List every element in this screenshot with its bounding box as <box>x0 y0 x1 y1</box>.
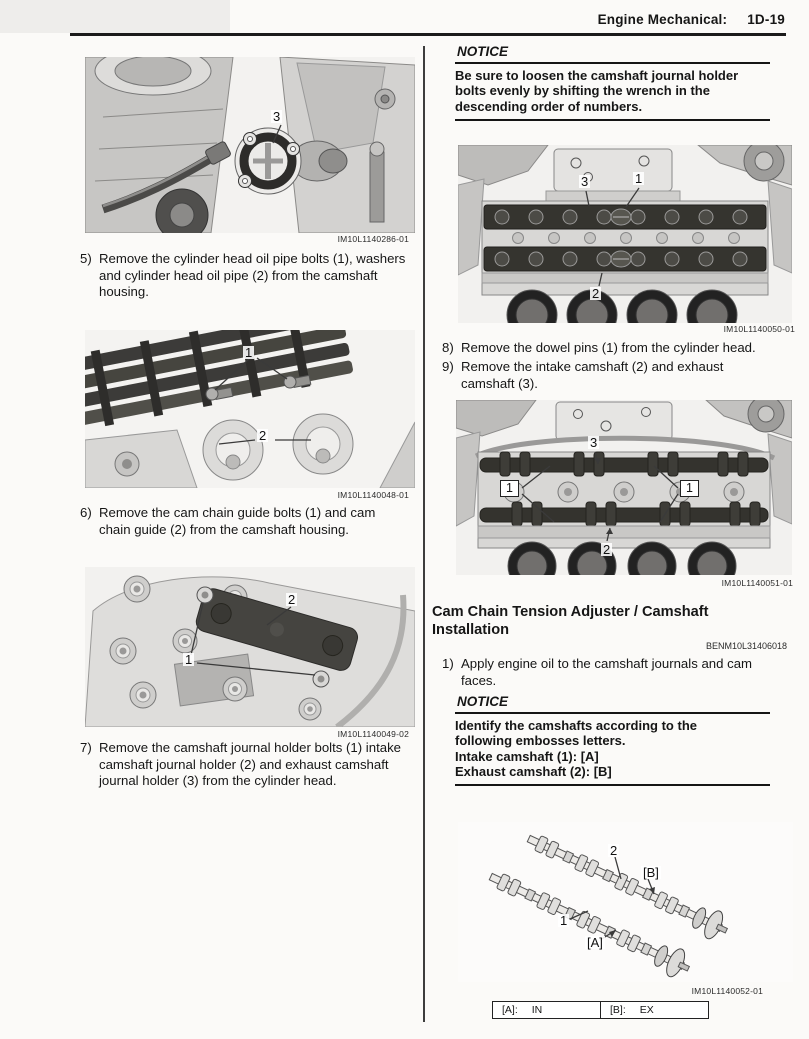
step-number: 5) <box>80 251 92 266</box>
figure-camshafts: 2 [B] 1 [A] <box>458 822 793 982</box>
step-8: 8) Remove the dowel pins (1) from the cy… <box>442 340 792 357</box>
step-9: 9) Remove the intake camshaft (2) and ex… <box>442 359 782 392</box>
callout-2: 2 <box>608 843 620 858</box>
scan-edge-tint <box>0 0 230 33</box>
step-7: 7) Remove the camshaft journal holder bo… <box>80 740 432 790</box>
section-heading: Cam Chain Tension Adjuster / Camshaft In… <box>432 604 709 638</box>
figure-caption: IM10L1140050-01 <box>723 324 795 334</box>
callout-3: 3 <box>588 435 600 450</box>
callout-a: [A] <box>585 935 605 950</box>
step-text: Remove the cam chain guide bolts (1) and… <box>99 505 376 537</box>
notice-rule <box>455 118 770 121</box>
figure-cam-chain-guide: 1 2 <box>85 330 415 488</box>
table-cell-intake: [A]: IN <box>493 1002 601 1018</box>
notice-rule <box>455 784 770 787</box>
step-text: Remove the camshaft journal holder bolts… <box>99 740 401 788</box>
callout-1-right: 1 <box>680 480 699 497</box>
notice-exhaust-line: Exhaust camshaft (2): [B] <box>455 763 612 779</box>
figure-camshafts-head: 3 1 1 2 <box>456 400 792 575</box>
table-label-a: [A]: <box>502 1004 518 1016</box>
column-divider <box>423 46 425 1022</box>
table-value-a: IN <box>531 1004 543 1016</box>
figure-oil-pipe: 3 <box>85 57 415 233</box>
step-number: 7) <box>80 740 92 755</box>
figure-oil-pipe-drawing <box>85 57 415 233</box>
notice-rule <box>455 712 770 715</box>
section-reference-code: BENM10L31406018 <box>705 641 787 651</box>
figure-camshafts-drawing <box>458 822 793 982</box>
section-title-header: Engine Mechanical: <box>597 12 728 27</box>
figure-caption: IM10L1140051-01 <box>721 578 793 588</box>
notice-label: NOTICE <box>457 694 509 709</box>
callout-2: 2 <box>286 592 298 607</box>
page-number: 1D-19 <box>747 12 785 27</box>
callout-b: [B] <box>641 865 661 880</box>
notice-intake-line: Intake camshaft (1): [A] <box>455 748 599 764</box>
figure-head-bolts: 3 1 2 <box>458 145 792 323</box>
figure-caption: IM10L1140286-01 <box>337 234 409 244</box>
header-rule <box>70 33 786 36</box>
step-text: Remove the intake camshaft (2) and exhau… <box>461 359 724 391</box>
step-6: 6) Remove the cam chain guide bolts (1) … <box>80 505 400 538</box>
figure-journal-holder-drawing <box>85 567 415 727</box>
callout-1: 1 <box>558 913 570 928</box>
figure-caption: IM10L1140052-01 <box>691 986 763 996</box>
table-label-b: [B]: <box>610 1004 626 1016</box>
step-text: Remove the dowel pins (1) from the cylin… <box>461 340 756 355</box>
notice-label: NOTICE <box>457 44 509 59</box>
notice-text: Identify the camshafts according to the … <box>455 718 697 749</box>
callout-1: 1 <box>183 652 195 667</box>
step-text: Remove the cylinder head oil pipe bolts … <box>99 251 406 299</box>
figure-head-bolts-drawing <box>458 145 792 323</box>
callout-3: 3 <box>271 109 283 124</box>
callout-1-left: 1 <box>500 480 519 497</box>
callout-3: 3 <box>579 174 591 189</box>
callout-2: 2 <box>601 542 613 557</box>
callout-2: 2 <box>590 286 602 301</box>
table-cell-exhaust: [B]: EX <box>601 1002 708 1018</box>
step-text: Apply engine oil to the camshaft journal… <box>461 656 753 688</box>
step-number: 8) <box>442 340 454 355</box>
notice-rule <box>455 62 770 65</box>
callout-1: 1 <box>633 171 645 186</box>
notice-text: Be sure to loosen the camshaft journal h… <box>455 68 739 114</box>
step-1: 1) Apply engine oil to the camshaft jour… <box>442 656 782 689</box>
callout-1: 1 <box>243 345 255 360</box>
table-value-b: EX <box>639 1004 654 1016</box>
figure-caption: IM10L1140048-01 <box>337 490 409 500</box>
callout-2: 2 <box>257 428 269 443</box>
step-number: 9) <box>442 359 454 374</box>
figure-journal-holder: 2 1 <box>85 567 415 727</box>
camshaft-id-table: [A]: IN [B]: EX <box>492 1001 709 1019</box>
page-header: Engine Mechanical: 1D-19 <box>598 12 785 27</box>
step-5: 5) Remove the cylinder head oil pipe bol… <box>80 251 424 301</box>
notice-loosen-order: NOTICE Be sure to loosen the camshaft jo… <box>455 44 770 125</box>
notice-camshaft-id: NOTICE Identify the camshafts according … <box>455 694 770 790</box>
figure-caption: IM10L1140049-02 <box>337 729 409 739</box>
step-number: 1) <box>442 656 454 671</box>
step-number: 6) <box>80 505 92 520</box>
